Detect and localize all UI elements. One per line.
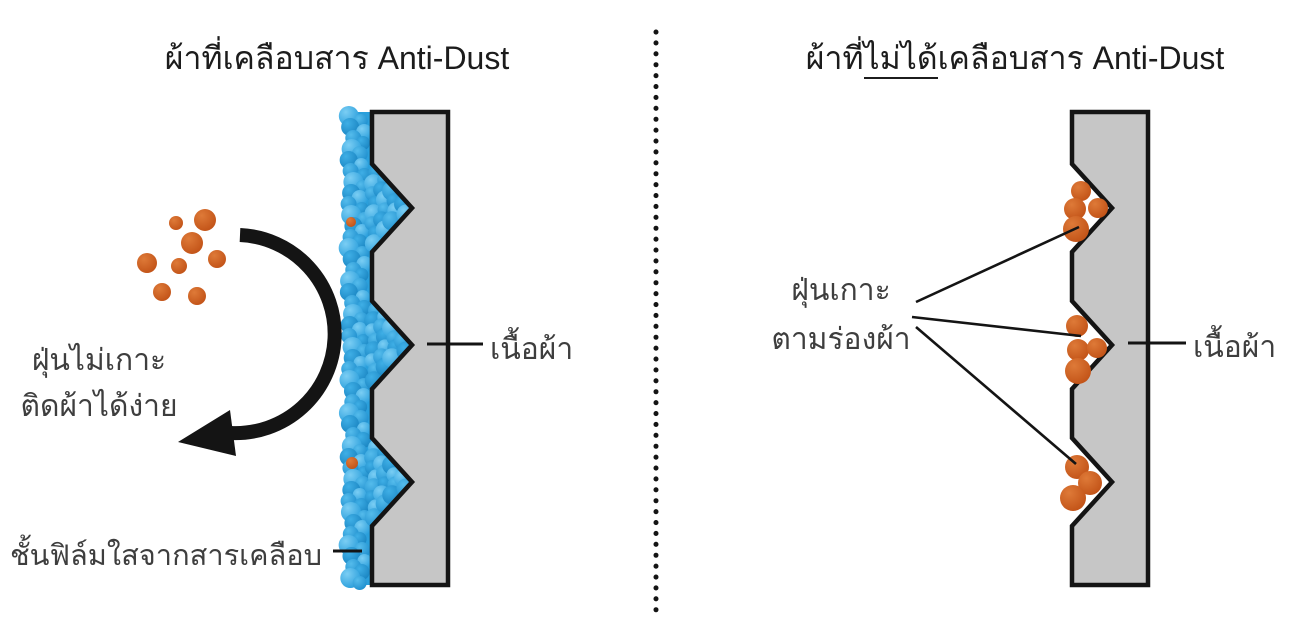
dust-particle: [1071, 181, 1091, 201]
fabric-label-left: เนื้อผ้า: [490, 333, 574, 366]
dust-bounce-label-line2: ติดผ้าได้ง่าย: [20, 390, 178, 423]
right-title-prefix: ผ้าที่: [805, 40, 864, 76]
dust-particle: [208, 250, 226, 268]
fabric-label-right: เนื้อผ้า: [1193, 331, 1277, 364]
dust-particle: [1060, 485, 1086, 511]
dust-particle: [346, 457, 358, 469]
dust-particle: [346, 217, 356, 227]
dust-particle: [1067, 339, 1089, 361]
dust-bounce-label-line1: ฝุ่นไม่เกาะ: [31, 344, 167, 377]
film-surface-dust: [346, 217, 358, 469]
dust-particle: [194, 209, 216, 231]
dust-particle: [169, 216, 183, 230]
left-panel-title: ผ้าที่เคลือบสาร Anti-Dust: [164, 40, 510, 76]
right-fabric: [1069, 109, 1151, 588]
dust-particle: [137, 253, 157, 273]
dust-particle: [171, 258, 187, 274]
dust-particle: [153, 283, 171, 301]
film-bubble: [353, 356, 368, 370]
dust-particle: [1087, 338, 1107, 358]
dust-particle: [181, 232, 203, 254]
dust-particle: [1088, 198, 1108, 218]
dust-bounce-label: ฝุ่นไม่เกาะ ติดผ้าได้ง่าย: [3, 338, 195, 430]
bounce-arrow: [178, 228, 342, 456]
dust-stick-label-line1: ฝุ่นเกาะ: [791, 274, 891, 307]
dust-stick-label: ฝุ่นเกาะ ตามร่องผ้า: [745, 266, 937, 364]
left-fabric: [369, 109, 451, 588]
floating-dust-cluster: [137, 209, 226, 305]
right-title-underlined: ไม่ได้: [863, 40, 938, 79]
dust-particle: [1066, 315, 1088, 337]
film-bubble: [352, 576, 367, 590]
groove-dust-clusters: [1060, 181, 1108, 511]
dust-particle: [1064, 198, 1086, 220]
dust-stick-label-line2: ตามร่องผ้า: [771, 323, 911, 356]
dust-particle: [1065, 358, 1091, 384]
right-panel-title: ผ้าที่ไม่ได้เคลือบสาร Anti-Dust: [805, 36, 1225, 80]
right-title-suffix: เคลือบสาร Anti-Dust: [937, 40, 1225, 76]
dust-particle: [1078, 471, 1102, 495]
stick-leader-lines: [911, 225, 1082, 465]
dust-particle: [188, 287, 206, 305]
film-label: ชั้นฟิล์มใสจากสารเคลือบ: [10, 540, 323, 572]
